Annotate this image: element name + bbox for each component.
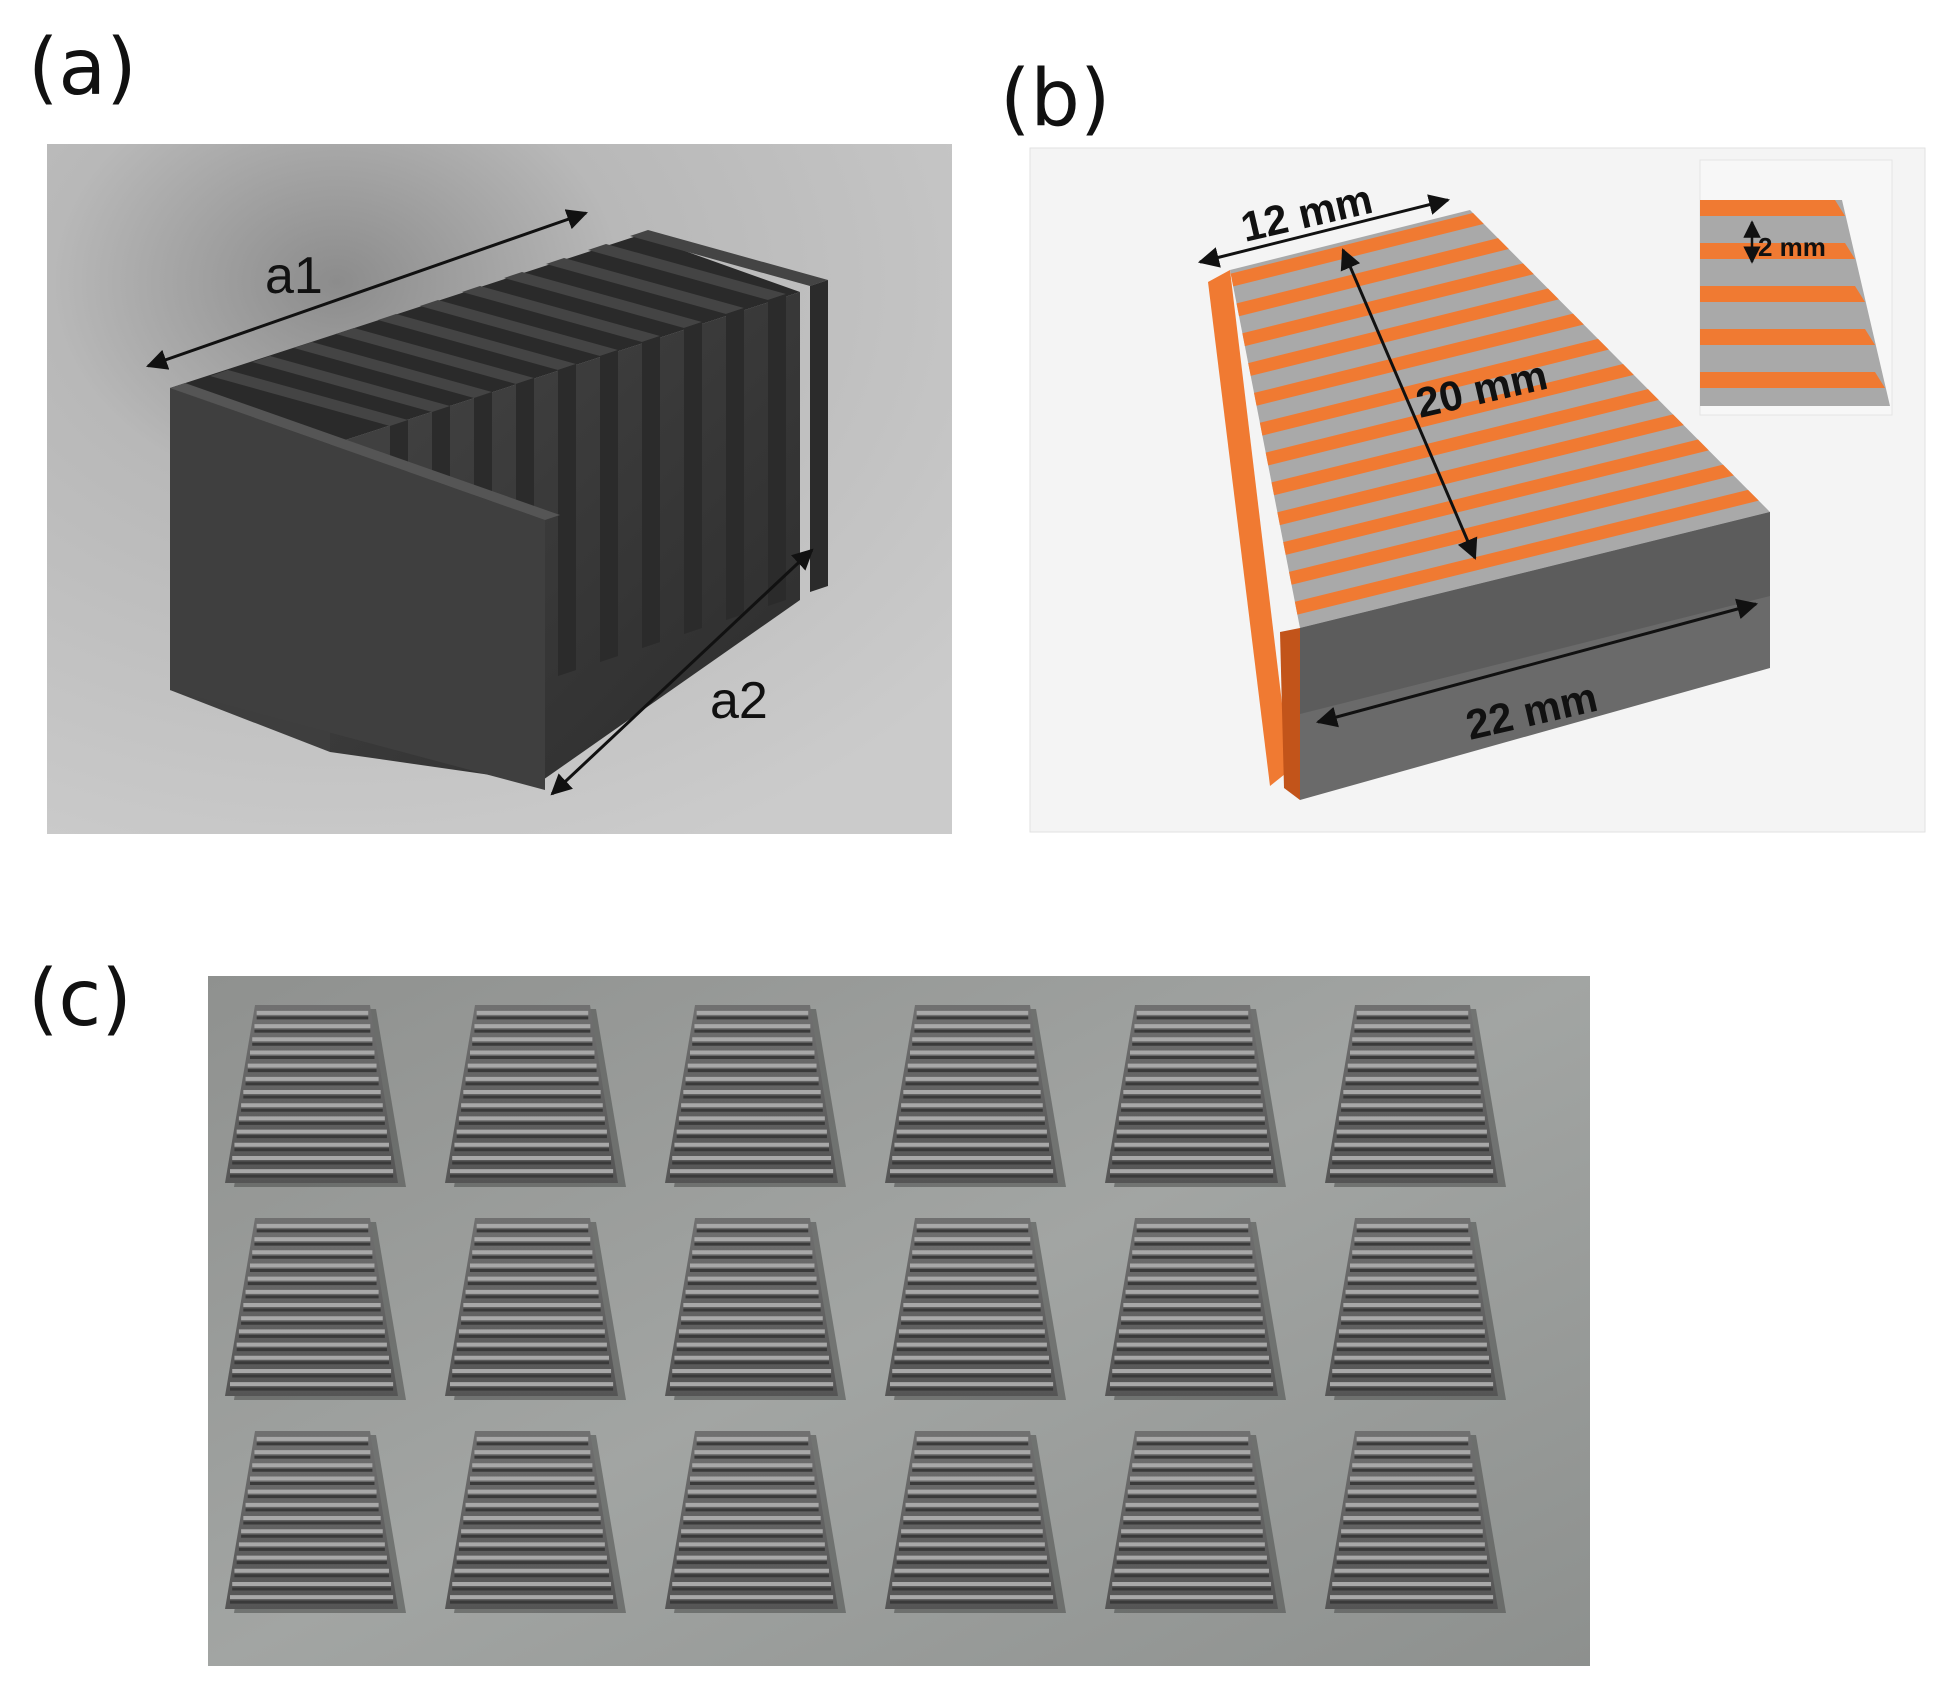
a2-label: a2	[710, 672, 768, 730]
fin-top-edge	[546, 258, 744, 314]
printed-samples	[225, 1005, 1506, 1613]
fin-end-face	[684, 322, 702, 634]
pitch-inset: 2 mm	[1699, 159, 1893, 416]
fin-end-face	[642, 336, 660, 648]
a1-dimension: a1	[146, 209, 588, 370]
inset-stripe	[1700, 243, 1855, 259]
printed-sample	[1325, 1431, 1506, 1613]
printed-sample	[1105, 1431, 1286, 1613]
fin-end-face	[768, 294, 786, 606]
fin-top-edge	[210, 370, 408, 426]
printed-sample	[665, 1005, 846, 1187]
printed-sample	[225, 1005, 406, 1187]
a1-label: a1	[265, 247, 323, 305]
panel-a-label: (a)	[28, 23, 137, 113]
printed-sample	[445, 1005, 626, 1187]
printed-sample	[885, 1218, 1066, 1400]
fin-end-face	[810, 280, 828, 592]
inset-stripe	[1700, 372, 1885, 388]
printed-sample	[225, 1431, 406, 1613]
printed-sample	[885, 1431, 1066, 1613]
printed-sample	[1105, 1005, 1286, 1187]
panel-a: (a) a1 a2	[28, 23, 952, 834]
fin-top-edge	[252, 356, 450, 412]
printed-sample	[1325, 1218, 1506, 1400]
inset-stripe	[1700, 286, 1865, 302]
fin-end-face	[558, 364, 576, 676]
fin-end-face	[726, 308, 744, 620]
printed-sample	[1105, 1218, 1286, 1400]
fin-top-edge	[588, 244, 786, 300]
panel-c-label: (c)	[28, 954, 132, 1044]
printed-sample	[885, 1005, 1066, 1187]
inset-stripe	[1700, 329, 1875, 345]
printed-sample	[445, 1431, 626, 1613]
fin-top-edge	[630, 230, 828, 286]
inset-fin-stripes	[1700, 200, 1885, 388]
a2-dimension: a2	[550, 548, 814, 796]
panel-c: (c)	[28, 954, 1590, 1666]
panel-b-label: (b)	[1000, 54, 1110, 144]
printed-sample	[445, 1218, 626, 1400]
fin-stripe	[1294, 489, 1759, 615]
printed-sample	[665, 1218, 846, 1400]
panel-b: (b) 12 mm 20 mm 22 mm	[1000, 54, 1926, 833]
inset-stripe	[1700, 200, 1845, 216]
printed-sample	[225, 1218, 406, 1400]
pitch-2mm-label: 2 mm	[1758, 232, 1826, 262]
printed-sample	[1325, 1005, 1506, 1187]
fin-end-face	[600, 350, 618, 662]
printed-sample	[665, 1431, 846, 1613]
